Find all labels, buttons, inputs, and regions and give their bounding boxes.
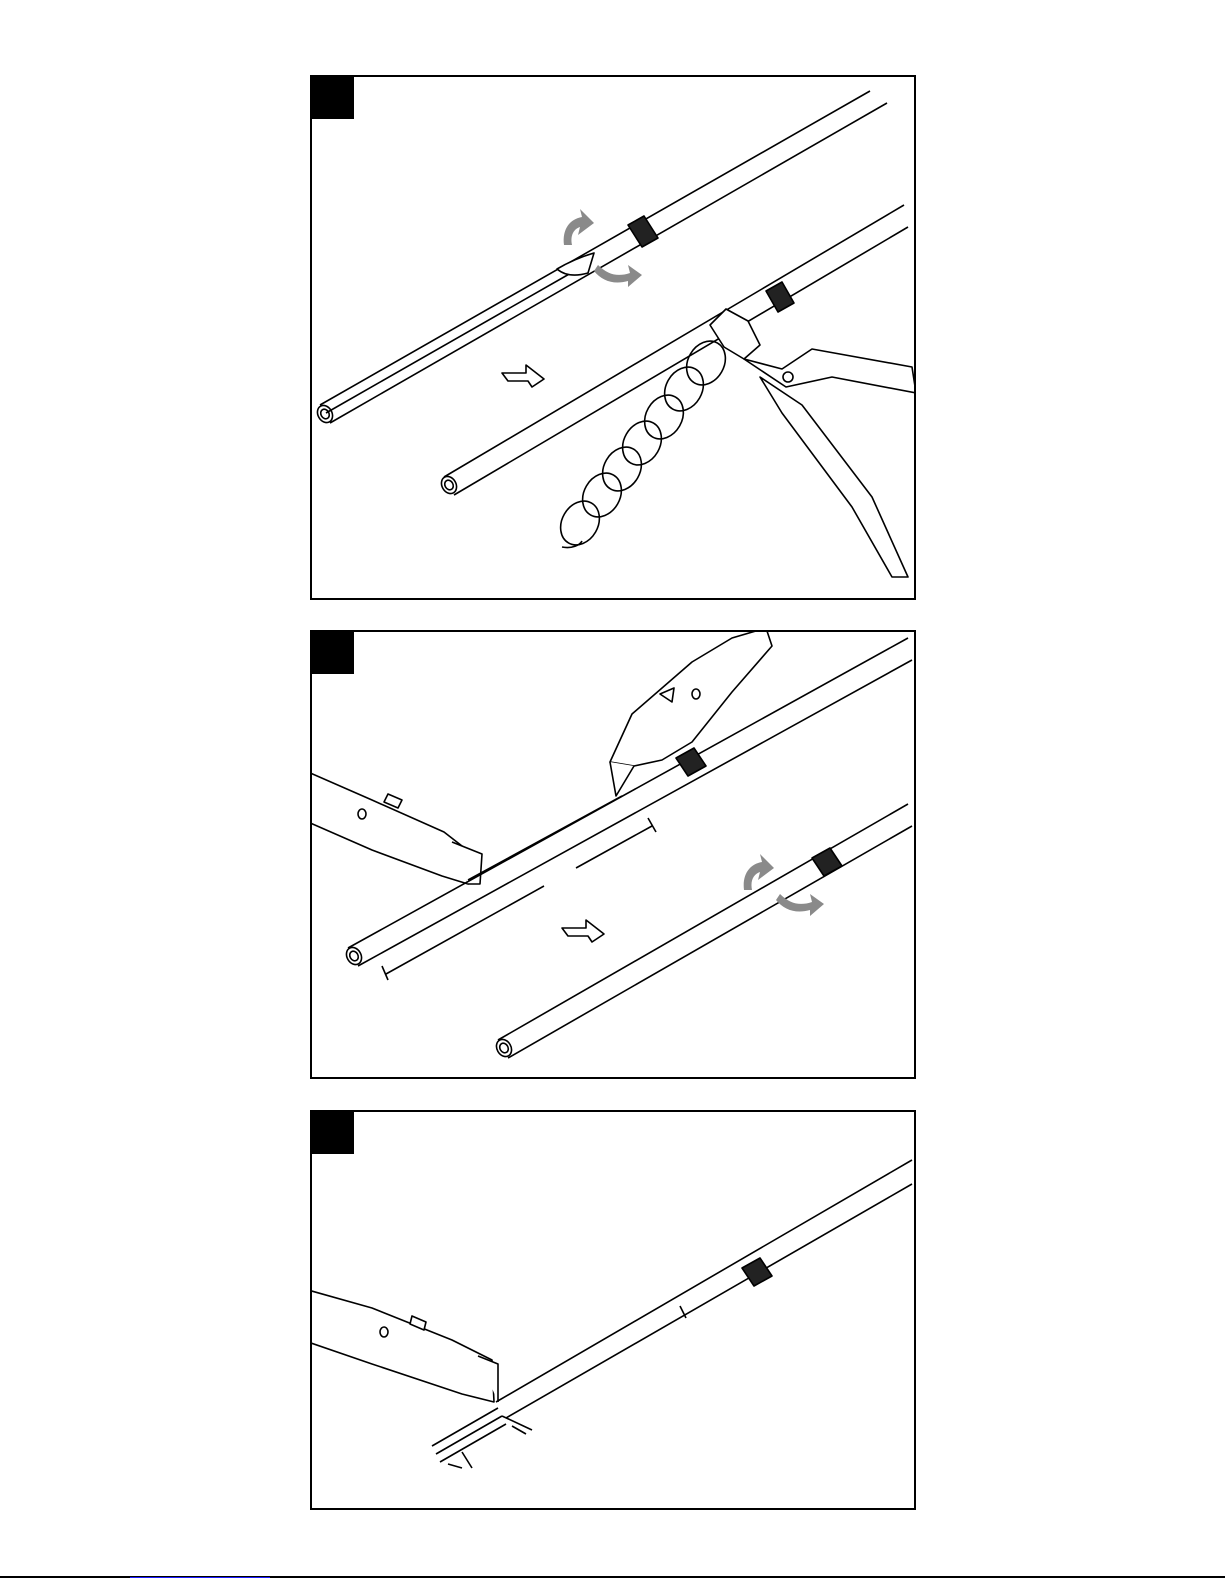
step-3-illustration xyxy=(312,1112,916,1510)
stripped-conductors xyxy=(432,1408,532,1468)
step-1-panel xyxy=(310,75,916,600)
braided-shield xyxy=(812,848,842,876)
direction-arrow xyxy=(502,365,544,387)
shield-wire-coil xyxy=(553,334,733,552)
step-3-panel xyxy=(310,1110,916,1510)
cable xyxy=(343,638,912,967)
cable-knife xyxy=(312,1290,498,1402)
step-2-panel xyxy=(310,630,916,1079)
cable-knife xyxy=(312,772,482,884)
footer-link-underline xyxy=(130,1577,270,1578)
side-cutter-pliers xyxy=(710,309,916,577)
braided-shield xyxy=(628,216,658,247)
step-2-illustration xyxy=(312,632,916,1079)
curved-arrow xyxy=(744,854,824,916)
direction-arrow xyxy=(562,920,604,942)
cable xyxy=(496,1160,912,1418)
braided-shield xyxy=(742,1258,772,1286)
cable xyxy=(493,804,912,1059)
step-1-illustration xyxy=(312,77,916,600)
